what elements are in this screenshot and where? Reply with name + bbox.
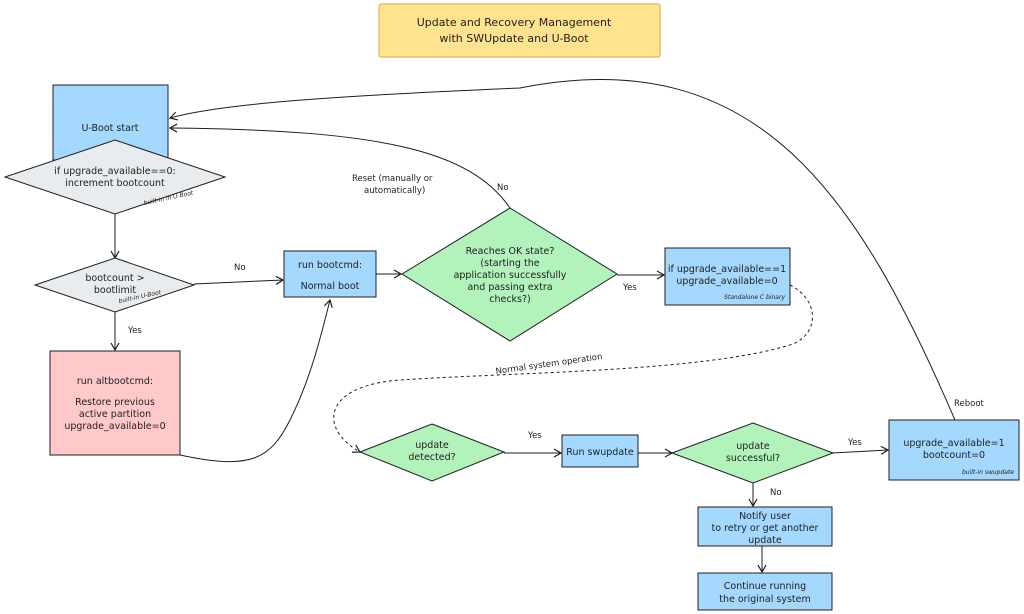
diagram-title-line-2: with SWUpdate and U-Boot — [439, 32, 589, 45]
node-altbootcmd-line-2: Restore previous — [75, 397, 155, 408]
label-normal-operation: Normal system operation — [495, 352, 603, 377]
node-bootcmd: run bootcmd: Normal boot — [283, 250, 377, 298]
node-run-swupdate: Run swupdate — [561, 434, 639, 468]
node-bootcount-line-2: bootlimit — [94, 285, 137, 296]
label-yes-altbootcmd: Yes — [127, 326, 142, 336]
node-okstate-line-3: application successfully — [454, 270, 567, 281]
node-continue-running: Continue running the original system — [697, 572, 833, 611]
node-bootcount-check: bootcount > bootlimit built-in U-Boot — [33, 257, 196, 313]
node-bootcmd-line-2: Normal boot — [301, 281, 360, 292]
label-yes-swupdate: Yes — [527, 431, 542, 441]
label-reset-line-1: Reset (manually or — [352, 174, 433, 184]
node-setflag-line-1: upgrade_available=1 — [903, 438, 1004, 449]
node-update-successful: update successful? — [670, 422, 835, 484]
node-notify-line-2: to retry or get another — [712, 523, 819, 534]
node-okstate-line-4: and passing extra — [467, 282, 552, 293]
label-no-bootcmd: No — [234, 263, 246, 273]
node-altbootcmd: run altbootcmd: Restore previous active … — [49, 350, 181, 456]
node-okstate-line-1: Reaches OK state? — [466, 246, 555, 257]
node-notify-line-3: update — [748, 535, 782, 546]
edge-normal-operation — [333, 284, 813, 453]
node-setflag-line-2: bootcount=0 — [923, 450, 985, 461]
node-ok-state: Reaches OK state? (starting the applicat… — [401, 207, 618, 342]
label-yes-clearflag: Yes — [622, 283, 637, 293]
node-altbootcmd-line-4: upgrade_available=0 — [64, 421, 165, 432]
node-clearflag-line-2: upgrade_available=0 — [676, 276, 777, 287]
node-update-detected: update detected? — [358, 423, 506, 482]
node-continue-line-2: the original system — [719, 594, 810, 605]
node-setflag-note: built-in swupdate — [962, 469, 1014, 476]
label-no-okstate: No — [497, 183, 509, 193]
node-uboot-start-label: U-Boot start — [81, 123, 138, 134]
edge-okstate-to-ubootstart — [168, 123, 511, 209]
node-increment-line-1: if upgrade_available==0: — [54, 166, 175, 177]
node-increment-line-2: increment bootcount — [65, 178, 165, 189]
edges — [110, 78, 956, 574]
label-yes-setflag: Yes — [847, 438, 862, 448]
node-bootcmd-line-1: run bootcmd: — [298, 260, 362, 271]
node-clear-flag: if upgrade_available==1 upgrade_availabl… — [664, 247, 791, 306]
node-set-flag: upgrade_available=1 bootcount=0 built-in… — [888, 419, 1020, 481]
node-continue-line-1: Continue running — [724, 581, 806, 592]
node-altbootcmd-line-1: run altbootcmd: — [77, 376, 153, 387]
edge-labels: No Yes Yes No Reset (manually or automat… — [127, 174, 985, 498]
node-okstate-line-5: checks?) — [489, 294, 531, 305]
edge-bootcount-to-bootcmd — [193, 275, 285, 285]
diagram-title-line-1: Update and Recovery Management — [417, 16, 612, 29]
edge-successful-to-setflag — [831, 445, 890, 455]
node-bootcount-line-1: bootcount > — [85, 273, 144, 284]
node-successful-line-1: update — [736, 441, 770, 452]
edge-reboot-to-ubootstart — [168, 78, 956, 421]
node-clearflag-line-1: if upgrade_available==1 — [668, 264, 786, 275]
diagram-title: Update and Recovery Management with SWUp… — [378, 3, 661, 58]
label-no-notify: No — [770, 488, 782, 498]
node-detected-line-2: detected? — [408, 452, 455, 463]
node-detected-line-1: update — [415, 440, 449, 451]
node-okstate-line-2: (starting the — [480, 258, 539, 269]
label-reset-line-2: automatically) — [364, 186, 425, 196]
node-altbootcmd-line-3: active partition — [79, 409, 151, 420]
node-successful-line-2: successful? — [726, 453, 780, 464]
node-swupdate-label: Run swupdate — [566, 447, 634, 458]
node-increment-bootcount: if upgrade_available==0: increment bootc… — [3, 139, 227, 215]
edge-altbootcmd-to-bootcmd — [179, 298, 333, 462]
node-notify-user: Notify user to retry or get another upda… — [697, 506, 833, 547]
node-notify-line-1: Notify user — [739, 511, 791, 522]
node-clearflag-note: Standalone C binary — [724, 294, 785, 301]
label-reboot: Reboot — [954, 399, 985, 409]
